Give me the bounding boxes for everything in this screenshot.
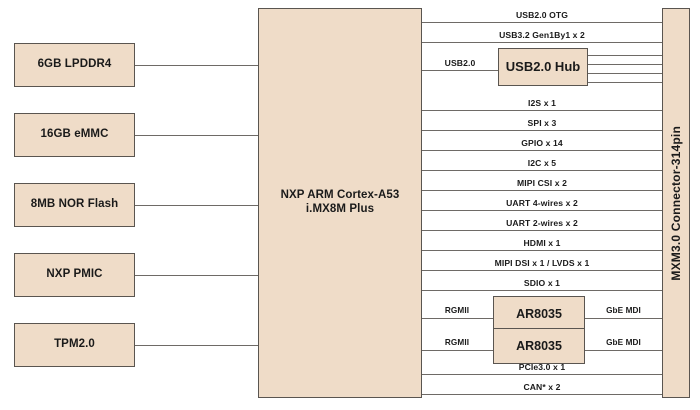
block-usb-hub: USB2.0 Hub [498,48,588,86]
signal-label-rgmii-1: RGMII [444,306,470,315]
wire-hub-port-1 [588,55,662,56]
signal-label-usb32: USB3.2 Gen1By1 x 2 [499,30,585,40]
wire-gpio [422,150,662,151]
wire-hub-port-3 [588,73,662,74]
block-emmc-label: 16GB eMMC [40,128,109,141]
wire-gbe-mdi-1 [585,318,662,319]
signal-label-sdio: SDIO x 1 [523,278,561,288]
signal-label-gbe-mdi-1: GbE MDI [606,306,641,315]
signal-label-usb20-otg: USB2.0 OTG [515,10,569,20]
block-soc-label: NXP ARM Cortex-A53 i.MX8M Plus [280,189,400,215]
wire-nor-flash-to-soc [135,205,259,206]
wire-mipi-csi [422,190,662,191]
block-mxm-connector: MXM3.0 Connector-314pin [662,8,690,398]
wire-usb20-to-hub [422,70,498,71]
block-nor-flash-label: 8MB NOR Flash [30,198,119,211]
block-ethernet-phy-1: AR8035 [493,296,585,332]
wire-can [422,394,662,395]
wire-uart-2wire [422,230,662,231]
block-ethernet-phy-2-label: AR8035 [516,338,562,353]
block-mxm-connector-label: MXM3.0 Connector-314pin [668,125,683,281]
wire-hdmi [422,250,662,251]
wire-uart-4wire [422,210,662,211]
wire-sdio [422,290,662,291]
block-tpm-label: TPM2.0 [54,338,95,351]
signal-label-uart-2wire: UART 2-wires x 2 [506,218,578,228]
signal-label-pcie: PCIe3.0 x 1 [518,362,566,372]
block-usb-hub-label: USB2.0 Hub [505,59,581,75]
block-nor-flash: 8MB NOR Flash [14,183,135,227]
wire-pcie [422,374,662,375]
signal-label-can: CAN* x 2 [523,382,561,392]
signal-label-uart-4wire: UART 4-wires x 2 [506,198,578,208]
signal-label-hdmi: HDMI x 1 [523,238,561,248]
wire-gbe-mdi-2 [585,350,662,351]
signal-label-gbe-mdi-2: GbE MDI [606,338,641,347]
wire-usb20-otg [422,22,662,23]
block-emmc: 16GB eMMC [14,113,135,157]
wire-hub-port-4 [588,82,662,83]
signal-label-spi: SPI x 3 [527,118,557,128]
wire-usb32 [422,42,662,43]
wire-i2c [422,170,662,171]
wire-hub-port-2 [588,64,662,65]
wire-pmic-to-soc [135,275,259,276]
signal-label-i2s: I2S x 1 [528,98,556,108]
block-pmic: NXP PMIC [14,253,135,297]
wire-lpddr4-to-soc [135,65,259,66]
wire-rgmii-1 [422,318,493,319]
block-lpddr4-label: 6GB LPDDR4 [37,58,112,71]
block-ethernet-phy-1-label: AR8035 [516,306,562,321]
signal-label-usb20-hub-in: USB2.0 [444,58,476,68]
block-pmic-label: NXP PMIC [46,268,103,281]
block-tpm: TPM2.0 [14,323,135,367]
signal-label-mipi-dsi-lvds: MIPI DSI x 1 / LVDS x 1 [494,258,590,268]
wire-spi [422,130,662,131]
wire-mipi-dsi-lvds [422,270,662,271]
block-ethernet-phy-2: AR8035 [493,328,585,364]
signal-label-gpio: GPIO x 14 [521,138,563,148]
wire-tpm-to-soc [135,345,259,346]
signal-label-i2c: I2C x 5 [527,158,557,168]
signal-label-rgmii-2: RGMII [444,338,470,347]
block-soc: NXP ARM Cortex-A53 i.MX8M Plus [258,8,422,398]
signal-label-mipi-csi: MIPI CSI x 2 [517,178,567,188]
wire-i2s [422,110,662,111]
block-lpddr4: 6GB LPDDR4 [14,43,135,87]
wire-emmc-to-soc [135,135,259,136]
wire-rgmii-2 [422,350,493,351]
